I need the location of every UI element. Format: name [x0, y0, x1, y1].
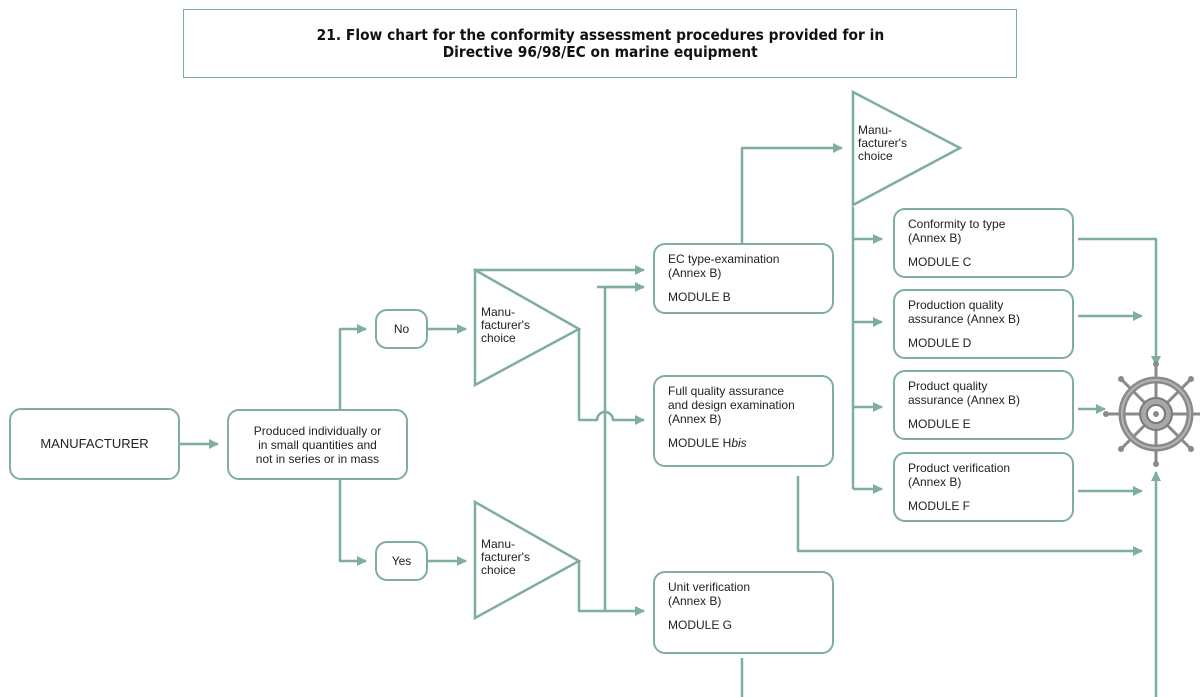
product-qa-text: Product quality assurance (Annex B) [908, 379, 1021, 407]
produced-decision-box: Produced individually or in small quanti… [227, 409, 408, 480]
product-verification-text: Product verification (Annex B) [908, 461, 1011, 489]
conformity-type-module: MODULE C [908, 255, 972, 269]
manufacturer-box: MANUFACTURER [9, 408, 180, 480]
ships-wheel-icon [1103, 361, 1200, 467]
choice-top-label: Manu- facturer's choice [858, 123, 907, 163]
arrow-module-c-wheel [1078, 237, 1161, 366]
full-qa-text: Full quality assurance and design examin… [668, 384, 795, 426]
arrow-produced-no [338, 324, 367, 410]
ec-type-text: EC type-examination (Annex B) [668, 252, 780, 280]
unit-verification-box: Unit verification (Annex B) MODULE G [653, 571, 834, 654]
production-qa-module: MODULE D [908, 336, 972, 350]
choice-triangle-top [851, 89, 963, 208]
yes-label: Yes [391, 554, 412, 568]
arrow-produced-yes [338, 480, 367, 566]
page-title: 21. Flow chart for the conformity assess… [183, 9, 1017, 78]
production-quality-assurance-box: Production quality assurance (Annex B) M… [893, 289, 1074, 359]
full-qa-module-suffix: bis [731, 436, 747, 450]
yes-box: Yes [375, 541, 428, 581]
product-verification-box: Product verification (Annex B) MODULE F [893, 452, 1074, 522]
produced-label: Produced individually or in small quanti… [253, 423, 382, 466]
arrow-choice-full-qa [577, 329, 645, 425]
conformity-type-text: Conformity to type (Annex B) [908, 217, 1006, 245]
arrow-full-qa-wheel [796, 476, 1143, 556]
product-verification-module: MODULE F [908, 499, 971, 513]
title-line-2: Directive 96/98/EC on marine equipment [442, 42, 758, 61]
choice-triangle-no [473, 267, 582, 388]
ec-type-module: MODULE B [668, 290, 731, 304]
full-quality-assurance-box: Full quality assurance and design examin… [653, 375, 834, 467]
arrow-choice-yes-branches [577, 285, 644, 613]
arrow-ec-type-choice [740, 143, 843, 243]
product-qa-module: MODULE E [908, 417, 971, 431]
title-line-1: 21. Flow chart for the conformity assess… [316, 25, 884, 44]
full-qa-module: MODULE Hbis [668, 436, 820, 450]
choice-no-label: Manu- facturer's choice [481, 305, 530, 345]
manufacturer-label: MANUFACTURER [40, 436, 149, 451]
unit-verification-module: MODULE G [668, 618, 733, 632]
production-qa-text: Production quality assurance (Annex B) [908, 298, 1021, 326]
no-box: No [375, 309, 428, 349]
full-qa-module-prefix: MODULE H [668, 436, 732, 450]
conformity-to-type-box: Conformity to type (Annex B) MODULE C [893, 208, 1074, 278]
product-quality-assurance-box: Product quality assurance (Annex B) MODU… [893, 370, 1074, 440]
unit-verification-text: Unit verification (Annex B) [668, 580, 751, 608]
no-label: No [393, 322, 410, 336]
choice-yes-label: Manu- facturer's choice [481, 537, 530, 577]
ec-type-examination-box: EC type-examination (Annex B) MODULE B [653, 243, 834, 314]
choice-triangle-yes [473, 499, 582, 621]
